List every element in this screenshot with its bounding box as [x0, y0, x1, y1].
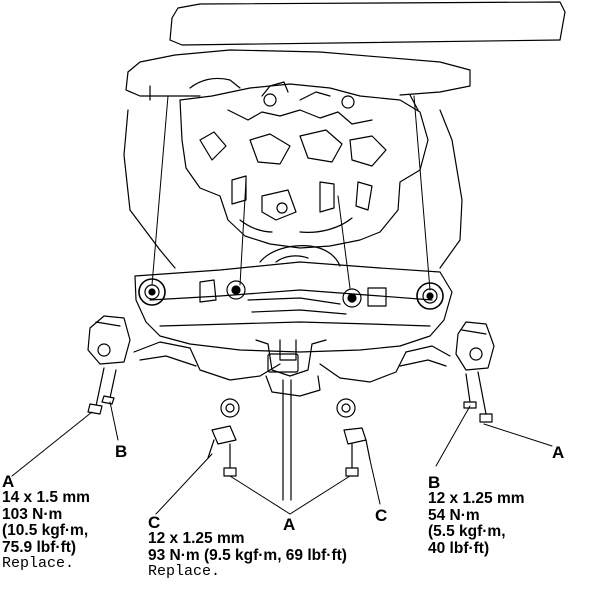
center-bolts — [207, 379, 371, 501]
vehicle-body-outline — [123, 1, 566, 269]
spec-block-a: A 14 x 1.5 mm 103 N·m (10.5 kgf·m, 75.9 … — [2, 473, 90, 573]
subframe-mount-bushings — [138, 278, 444, 418]
left-bolt-b — [101, 369, 117, 405]
right-bolt-b — [463, 373, 477, 409]
spec-a-torque-kgf: (10.5 kgf·m, — [2, 522, 89, 539]
spec-block-b: B 12 x 1.25 mm 54 N·m (5.5 kgf·m, 40 lbf… — [428, 474, 525, 557]
spec-c-note: Replace. — [148, 563, 221, 580]
spec-b-torque-kgf: (5.5 kgf·m, — [428, 523, 506, 540]
spec-a-torque-nm: 103 N·m — [2, 505, 63, 523]
callout-a-right: A — [552, 443, 565, 462]
callout-b-left: B — [115, 442, 128, 461]
left-bolt-a — [87, 367, 105, 415]
spec-b-torque-nm: 54 N·m — [428, 506, 480, 524]
spec-a-note: Replace. — [2, 555, 75, 572]
right-bolt-a — [477, 371, 493, 423]
spec-b-torque-lbf: 40 lbf·ft) — [428, 539, 490, 557]
spec-b-letter: B — [428, 473, 441, 492]
spec-c-letter: C — [148, 513, 161, 532]
right-bracket — [455, 321, 495, 371]
callout-leaders — [11, 401, 553, 515]
spec-a-torque-lbf: 75.9 lbf·ft) — [2, 538, 77, 556]
spec-block-c: C 12 x 1.25 mm 93 N·m (9.5 kgf·m, 69 lbf… — [148, 514, 347, 581]
spec-a-letter: A — [2, 472, 15, 491]
spec-c-torque: 93 N·m (9.5 kgf·m, 69 lbf·ft) — [148, 546, 347, 564]
spec-b-size: 12 x 1.25 mm — [428, 490, 525, 507]
alignment-guide-lines — [151, 95, 431, 291]
spec-c-size: 12 x 1.25 mm — [148, 530, 245, 547]
callout-c-right: C — [375, 506, 388, 525]
spec-a-size: 14 x 1.5 mm — [2, 489, 90, 506]
left-bracket — [87, 315, 131, 365]
callout-a-center: A — [283, 515, 296, 534]
engine-block-outline — [179, 81, 429, 249]
front-subframe — [133, 245, 453, 397]
